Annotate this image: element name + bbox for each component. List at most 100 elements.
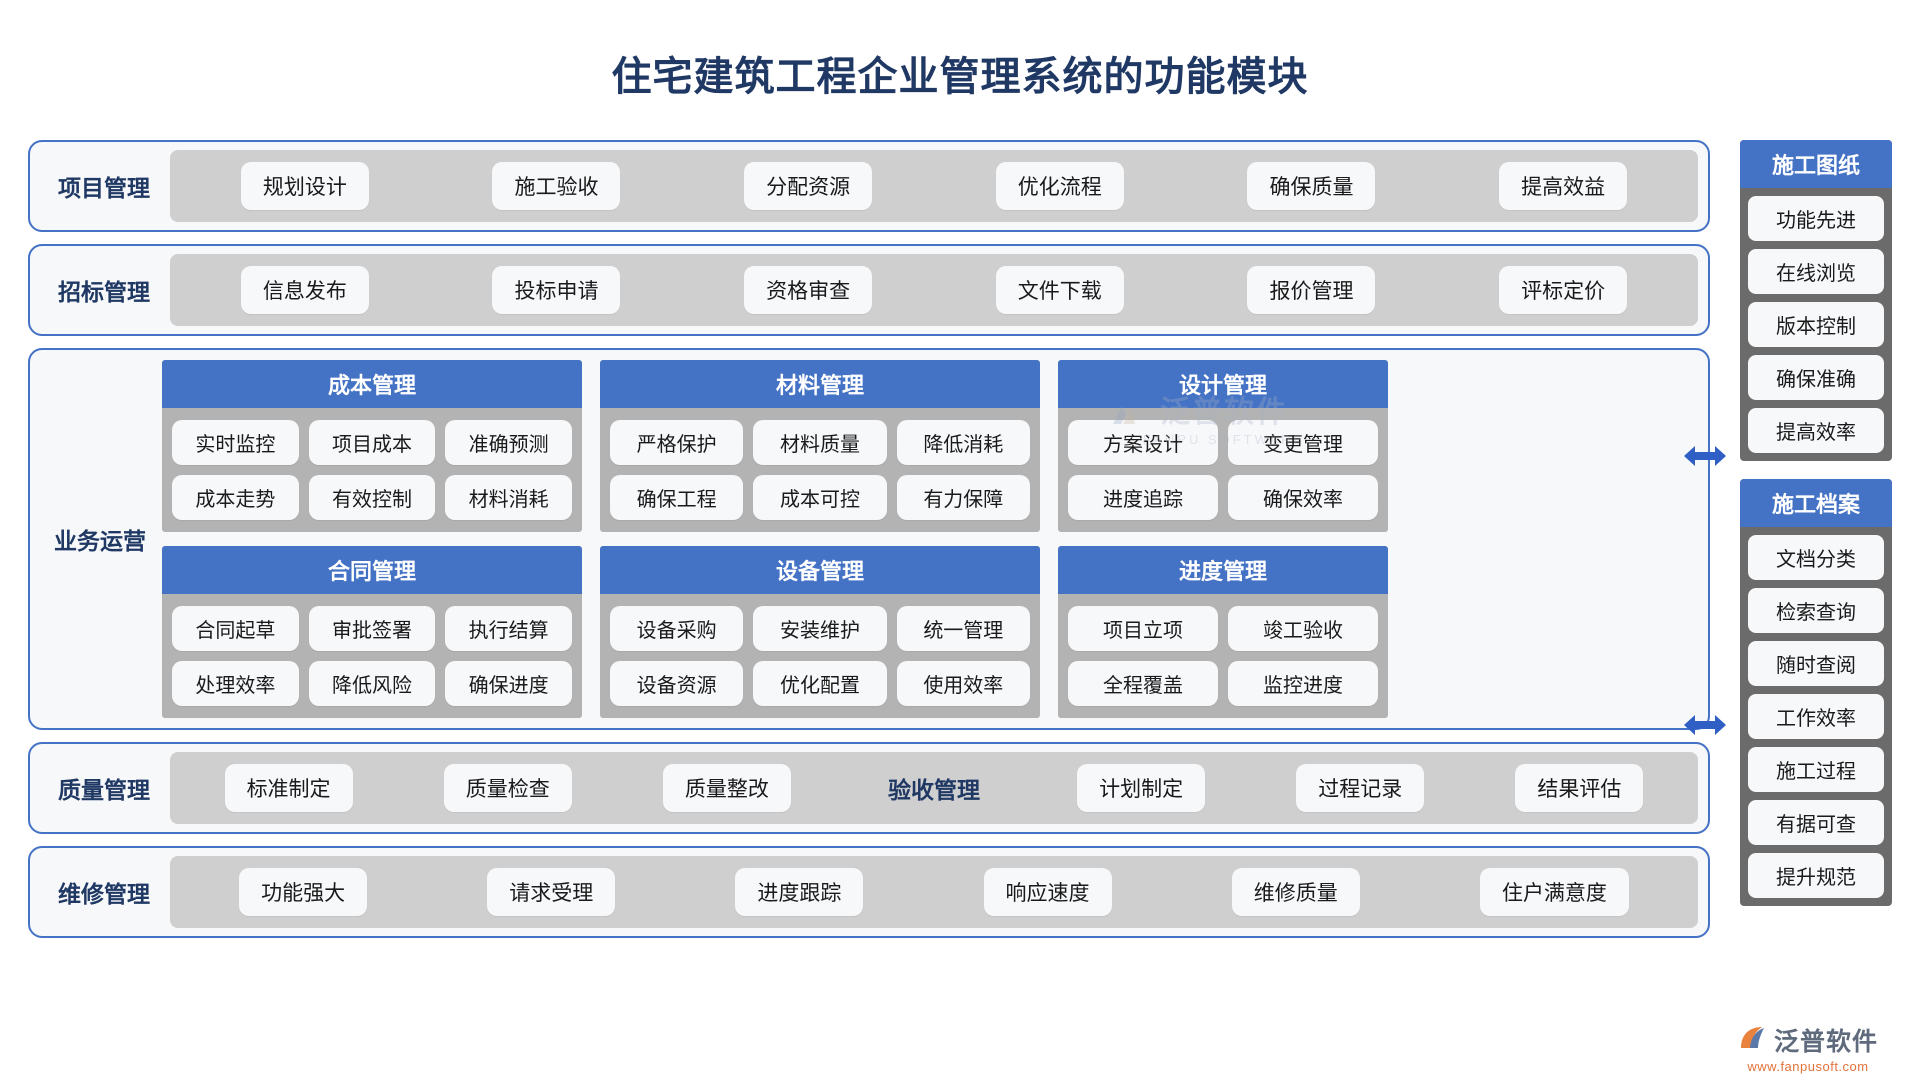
- module-body: 设备采购 安装维护 统一管理 设备资源 优化配置 使用效率: [600, 594, 1040, 718]
- row-items-bidding: 信息发布 投标申请 资格审查 文件下载 报价管理 评标定价: [170, 254, 1698, 326]
- business-operations-card: 业务运营 成本管理 实时监控 项目成本 准确预测 成本: [28, 348, 1710, 730]
- pill-item[interactable]: 方案设计: [1068, 420, 1218, 465]
- pill-item[interactable]: 功能强大: [239, 868, 368, 916]
- pill-item[interactable]: 资格审查: [744, 266, 873, 314]
- row-maintenance-management[interactable]: 维修管理 功能强大 请求受理 进度跟踪 响应速度 维修质量 住户满意度: [28, 846, 1710, 938]
- pill-item[interactable]: 全程覆盖: [1068, 661, 1218, 706]
- sidebar-item[interactable]: 随时查阅: [1748, 641, 1884, 686]
- module-body: 方案设计 变更管理 进度追踪 确保效率: [1058, 408, 1388, 532]
- row-items-maintenance: 功能强大 请求受理 进度跟踪 响应速度 维修质量 住户满意度: [170, 856, 1698, 928]
- sidebar-item[interactable]: 提高效率: [1748, 408, 1884, 453]
- pill-item[interactable]: 质量整改: [662, 764, 791, 812]
- module-line: 方案设计 变更管理: [1068, 420, 1378, 465]
- sidebar-item[interactable]: 施工过程: [1748, 747, 1884, 792]
- pill-item[interactable]: 施工验收: [492, 162, 621, 210]
- double-arrow-icon-top: [1682, 441, 1728, 471]
- row-items-quality: 标准制定 质量检查 质量整改 验收管理 计划制定 过程记录 结果评估: [170, 752, 1698, 824]
- sidebar-item[interactable]: 在线浏览: [1748, 249, 1884, 294]
- pill-item[interactable]: 确保效率: [1228, 475, 1378, 520]
- sidebar-item[interactable]: 文档分类: [1748, 535, 1884, 580]
- pill-item[interactable]: 确保进度: [445, 661, 573, 706]
- module-progress-management[interactable]: 进度管理 项目立项 竣工验收 全程覆盖 监控进度: [1058, 546, 1388, 718]
- pill-item[interactable]: 结果评估: [1515, 764, 1644, 812]
- pill-item[interactable]: 确保工程: [610, 475, 744, 520]
- pill-item[interactable]: 响应速度: [983, 868, 1112, 916]
- sidebar-item[interactable]: 功能先进: [1748, 196, 1884, 241]
- double-arrow-icon-bottom: [1682, 710, 1728, 740]
- pill-item[interactable]: 统一管理: [896, 606, 1030, 651]
- pill-item[interactable]: 有力保障: [896, 475, 1030, 520]
- pill-item[interactable]: 处理效率: [172, 661, 299, 706]
- module-contract-management[interactable]: 合同管理 合同起草 审批签署 执行结算 处理效率 降低风险 确保进度: [162, 546, 582, 718]
- pill-item[interactable]: 优化配置: [753, 661, 887, 706]
- row-project-management[interactable]: 项目管理 规划设计 施工验收 分配资源 优化流程 确保质量 提高效益: [28, 140, 1710, 232]
- brand-name: 泛普软件: [1774, 1028, 1879, 1056]
- pill-item[interactable]: 严格保护: [610, 420, 744, 465]
- pill-item[interactable]: 项目成本: [308, 420, 436, 465]
- pill-item[interactable]: 材料质量: [753, 420, 887, 465]
- pill-item[interactable]: 监控进度: [1228, 661, 1378, 706]
- row-label-quality: 质量管理: [58, 777, 150, 803]
- pill-item[interactable]: 请求受理: [487, 868, 616, 916]
- pill-item[interactable]: 文件下载: [995, 266, 1124, 314]
- sidebar-item[interactable]: 确保准确: [1748, 355, 1884, 400]
- pill-item[interactable]: 降低风险: [308, 661, 436, 706]
- pill-item[interactable]: 审批签署: [308, 606, 436, 651]
- pill-item[interactable]: 准确预测: [445, 420, 573, 465]
- pill-item[interactable]: 计划制定: [1077, 764, 1206, 812]
- pill-item[interactable]: 进度跟踪: [735, 868, 864, 916]
- pill-item[interactable]: 降低消耗: [896, 420, 1030, 465]
- pill-item[interactable]: 材料消耗: [445, 475, 573, 520]
- pill-item[interactable]: 住户满意度: [1479, 868, 1629, 916]
- pill-item[interactable]: 评标定价: [1499, 266, 1628, 314]
- module-line: 严格保护 材料质量 降低消耗: [610, 420, 1030, 465]
- sidebar-item[interactable]: 有据可查: [1748, 800, 1884, 845]
- sidebar-item[interactable]: 检索查询: [1748, 588, 1884, 633]
- business-operations-label: 业务运营: [54, 528, 146, 554]
- pill-item[interactable]: 维修质量: [1231, 868, 1360, 916]
- module-cost-management[interactable]: 成本管理 实时监控 项目成本 准确预测 成本走势 有效控制 材料消耗: [162, 360, 582, 532]
- pill-item[interactable]: 信息发布: [240, 266, 369, 314]
- sidebar-panel-title: 施工图纸: [1740, 140, 1892, 188]
- pill-item[interactable]: 合同起草: [172, 606, 299, 651]
- pill-item[interactable]: 实时监控: [172, 420, 299, 465]
- pill-item[interactable]: 进度追踪: [1068, 475, 1218, 520]
- pill-item[interactable]: 设备资源: [610, 661, 744, 706]
- module-material-management[interactable]: 材料管理 严格保护 材料质量 降低消耗 确保工程 成本可控 有力保障: [600, 360, 1040, 532]
- pill-item[interactable]: 使用效率: [896, 661, 1030, 706]
- module-design-management[interactable]: 设计管理 方案设计 变更管理 进度追踪 确保效率: [1058, 360, 1388, 532]
- pill-item[interactable]: 投标申请: [492, 266, 621, 314]
- pill-item[interactable]: 竣工验收: [1228, 606, 1378, 651]
- module-equipment-management[interactable]: 设备管理 设备采购 安装维护 统一管理 设备资源 优化配置 使用效率: [600, 546, 1040, 718]
- pill-item[interactable]: 项目立项: [1068, 606, 1218, 651]
- pill-item[interactable]: 分配资源: [744, 162, 873, 210]
- pill-item[interactable]: 提高效益: [1499, 162, 1628, 210]
- pill-item[interactable]: 设备采购: [610, 606, 744, 651]
- pill-item[interactable]: 有效控制: [308, 475, 436, 520]
- module-body: 项目立项 竣工验收 全程覆盖 监控进度: [1058, 594, 1388, 718]
- sidebar-item[interactable]: 版本控制: [1748, 302, 1884, 347]
- pill-item[interactable]: 优化流程: [995, 162, 1124, 210]
- pill-item[interactable]: 标准制定: [224, 764, 353, 812]
- row-quality-management[interactable]: 质量管理 标准制定 质量检查 质量整改 验收管理 计划制定 过程记录 结果评估: [28, 742, 1710, 834]
- pill-item[interactable]: 报价管理: [1247, 266, 1376, 314]
- pill-item[interactable]: 成本走势: [172, 475, 299, 520]
- module-title: 进度管理: [1058, 546, 1388, 594]
- pill-item[interactable]: 规划设计: [240, 162, 369, 210]
- pill-item[interactable]: 过程记录: [1296, 764, 1425, 812]
- pill-item[interactable]: 执行结算: [445, 606, 573, 651]
- module-line: 全程覆盖 监控进度: [1068, 661, 1378, 706]
- brand-url: www.fanpusoft.com: [1747, 1059, 1869, 1074]
- sidebar-item[interactable]: 工作效率: [1748, 694, 1884, 739]
- row-bidding-management[interactable]: 招标管理 信息发布 投标申请 资格审查 文件下载 报价管理 评标定价: [28, 244, 1710, 336]
- pill-item[interactable]: 质量检查: [443, 764, 572, 812]
- pill-item[interactable]: 确保质量: [1247, 162, 1376, 210]
- module-line: 设备资源 优化配置 使用效率: [610, 661, 1030, 706]
- pill-item[interactable]: 成本可控: [753, 475, 887, 520]
- business-row-top: 成本管理 实时监控 项目成本 准确预测 成本走势 有效控制 材料消耗: [162, 360, 1698, 532]
- module-line: 项目立项 竣工验收: [1068, 606, 1378, 651]
- sidebar-item[interactable]: 提升规范: [1748, 853, 1884, 898]
- pill-item[interactable]: 变更管理: [1228, 420, 1378, 465]
- pill-item[interactable]: 安装维护: [753, 606, 887, 651]
